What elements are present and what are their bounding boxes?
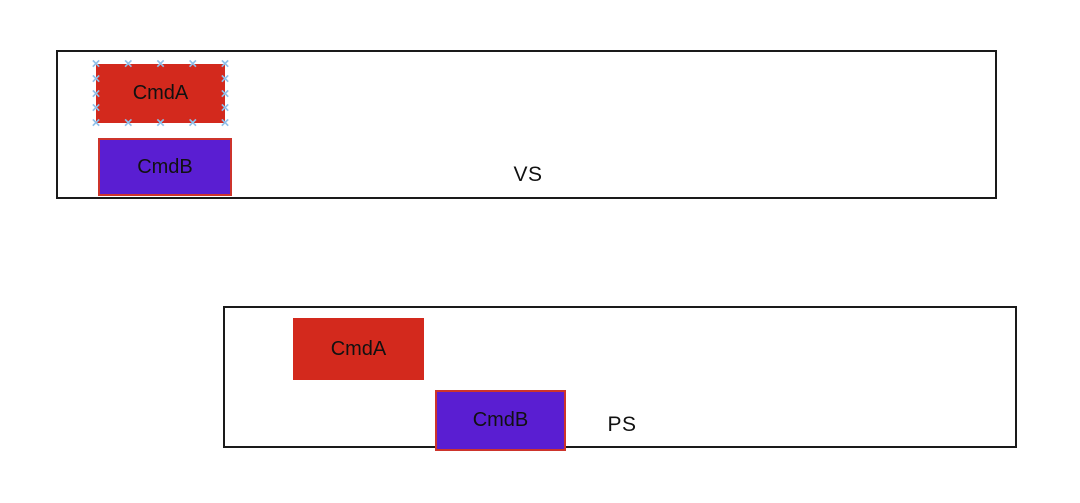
- ps-caption: PS: [607, 413, 637, 436]
- selection-handle-icon[interactable]: ×: [220, 99, 230, 117]
- cmda-block-ps[interactable]: CmdA: [293, 318, 424, 380]
- cmdb-label: CmdB: [137, 155, 193, 178]
- selection-handle-icon[interactable]: ×: [123, 114, 133, 132]
- cmdb-label: CmdB: [472, 409, 529, 431]
- cmda-block-vs[interactable]: CmdA ××××××××××××××××: [92, 57, 230, 131]
- selection-handle-icon[interactable]: ×: [220, 85, 230, 102]
- selection-handle-icon[interactable]: ×: [91, 114, 101, 132]
- cmda-label: CmdA: [132, 82, 189, 104]
- vs-caption: VS: [513, 163, 543, 186]
- vs-panel: CmdA ×××××××××××××××× CmdB VS: [56, 50, 997, 199]
- selection-handle-icon[interactable]: ×: [220, 114, 230, 132]
- cmda-label: CmdA: [330, 337, 387, 360]
- selection-handle-icon[interactable]: ×: [156, 55, 165, 73]
- cmdb-block-ps[interactable]: CmdB: [435, 390, 566, 451]
- ps-panel: CmdA CmdB PS: [223, 306, 1017, 451]
- selection-handle-icon[interactable]: ×: [91, 85, 101, 102]
- selection-handle-icon[interactable]: ×: [220, 70, 230, 88]
- selection-handle-icon[interactable]: ×: [156, 114, 165, 132]
- selection-handle-icon[interactable]: ×: [188, 114, 198, 132]
- selection-handle-icon[interactable]: ×: [91, 55, 101, 73]
- selection-handle-icon[interactable]: ×: [91, 70, 101, 88]
- selection-handle-icon[interactable]: ×: [188, 55, 198, 73]
- selection-handle-icon[interactable]: ×: [91, 99, 101, 117]
- cmdb-block-vs[interactable]: CmdB: [98, 138, 232, 196]
- selection-handle-icon[interactable]: ×: [220, 55, 230, 73]
- selection-handle-icon[interactable]: ×: [123, 55, 133, 73]
